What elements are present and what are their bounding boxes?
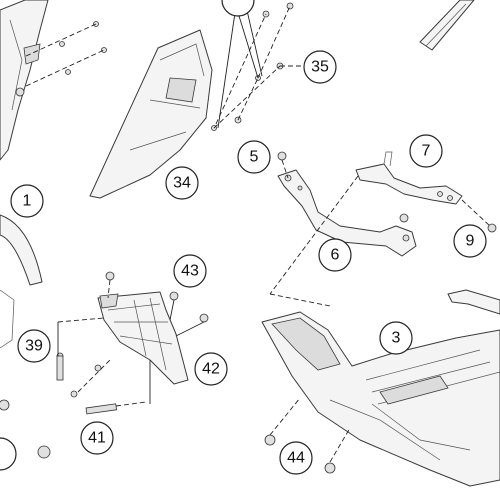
part-side-panel — [89, 29, 213, 199]
bolt-group-guard — [56, 271, 209, 415]
callout-label: 34 — [173, 175, 191, 192]
callout-41: 41 — [80, 421, 114, 455]
callout-3: 3 — [379, 321, 413, 355]
callout-label: 5 — [250, 149, 259, 166]
callout-1: 1 — [10, 184, 44, 218]
callout-43: 43 — [173, 254, 207, 288]
callout-label: 39 — [25, 338, 43, 355]
callout-39: 39 — [17, 329, 51, 363]
leader-bracket-to-skid — [269, 175, 359, 295]
part-top-right-strut — [419, 0, 475, 51]
callout-44: 44 — [279, 441, 313, 475]
callout-42: 42 — [194, 352, 228, 386]
callout-label: 41 — [88, 430, 106, 447]
bolt-group-part-35 — [211, 2, 306, 131]
callout-label: 44 — [287, 450, 305, 467]
leader-skid-edge — [269, 293, 331, 307]
callout-5: 5 — [237, 140, 271, 174]
part-right-lever — [447, 289, 500, 315]
callout-label: 3 — [392, 330, 401, 347]
part-lower-bracket — [277, 151, 417, 257]
callout-label: 1 — [23, 193, 32, 210]
callout-partial-top — [221, 0, 255, 17]
bolt-group-part-1 — [0, 21, 107, 459]
callout-label: 9 — [466, 233, 475, 250]
callout-label: 35 — [311, 59, 329, 76]
callout-label: 7 — [422, 143, 431, 160]
callout-34: 34 — [165, 166, 199, 200]
callout-label: 42 — [202, 361, 220, 378]
callout-6: 6 — [318, 238, 352, 272]
callout-partial-bottom-left — [0, 437, 17, 471]
callout-35: 35 — [303, 50, 337, 84]
part-front-fairing — [0, 0, 49, 349]
callout-9: 9 — [453, 224, 487, 258]
part-small-guard — [97, 291, 189, 385]
part-upper-bracket — [355, 151, 497, 233]
part-skid-plate — [261, 311, 500, 487]
callout-label: 6 — [331, 247, 340, 264]
callout-7: 7 — [409, 134, 443, 168]
bolt-group-part-44 — [264, 397, 351, 474]
callout-label: 43 — [181, 263, 199, 280]
